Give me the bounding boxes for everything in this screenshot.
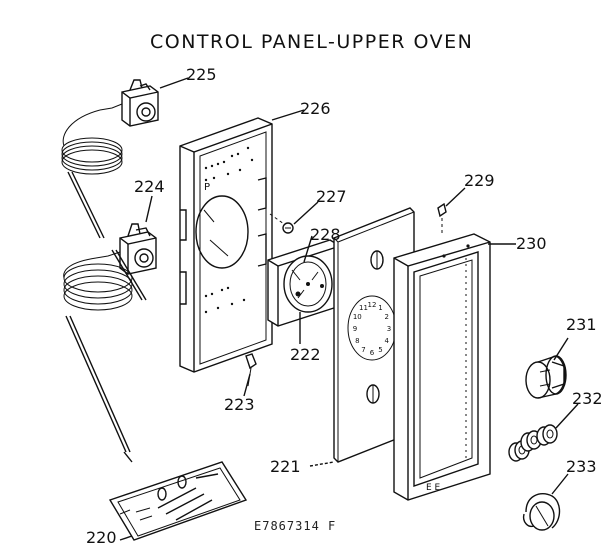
clock-numeral: 11 [359, 304, 368, 312]
diagram-title: CONTROL PANEL-UPPER OVEN [150, 31, 473, 53]
screw-229 [437, 202, 447, 234]
callout-223: 223 [224, 395, 255, 414]
clock-numeral: 10 [353, 313, 362, 321]
leader-lines [119, 77, 579, 541]
knob-231 [525, 355, 567, 399]
callout-231: 231 [566, 315, 597, 334]
callout-221: 221 [270, 457, 301, 476]
clock-timer-222 [267, 239, 341, 327]
capillary-coil-lower [63, 249, 147, 463]
knob-233 [522, 493, 561, 531]
bushings-232 [508, 424, 558, 462]
thermostat-225 [99, 79, 159, 127]
callout-225: 225 [186, 65, 217, 84]
callout-228: 228 [310, 225, 341, 244]
callout-232: 232 [572, 389, 603, 408]
callout-227: 227 [316, 187, 347, 206]
callout-233: 233 [566, 457, 597, 476]
clock-numeral: 4 [384, 337, 389, 345]
callout-229: 229 [464, 171, 495, 190]
clock-numeral: 3 [387, 325, 391, 333]
drawing-code: E7867314 F [254, 519, 336, 533]
clock-numeral: 8 [355, 337, 359, 345]
clock-numeral: 6 [370, 349, 375, 357]
svg-text:E E: E E [426, 483, 441, 493]
clock-numeral: 12 [368, 301, 377, 309]
instruction-card-220 [108, 461, 248, 541]
clock-numeral: 2 [384, 313, 388, 321]
screw-227 [269, 213, 294, 234]
callout-220: 220 [86, 528, 117, 546]
callout-222: 222 [290, 345, 321, 364]
callout-230: 230 [516, 234, 547, 253]
clock-numeral: 1 [378, 304, 382, 312]
clock-numeral: 7 [361, 346, 365, 354]
svg-text:P: P [204, 182, 210, 193]
clock-numeral: 9 [353, 325, 357, 333]
callout-224: 224 [134, 177, 165, 196]
trim-frame-230: E E [393, 233, 491, 501]
capillary-coil-upper [61, 109, 123, 239]
back-panel-226: P [179, 117, 273, 373]
clock-numeral: 5 [378, 346, 382, 354]
callout-226: 226 [300, 99, 331, 118]
